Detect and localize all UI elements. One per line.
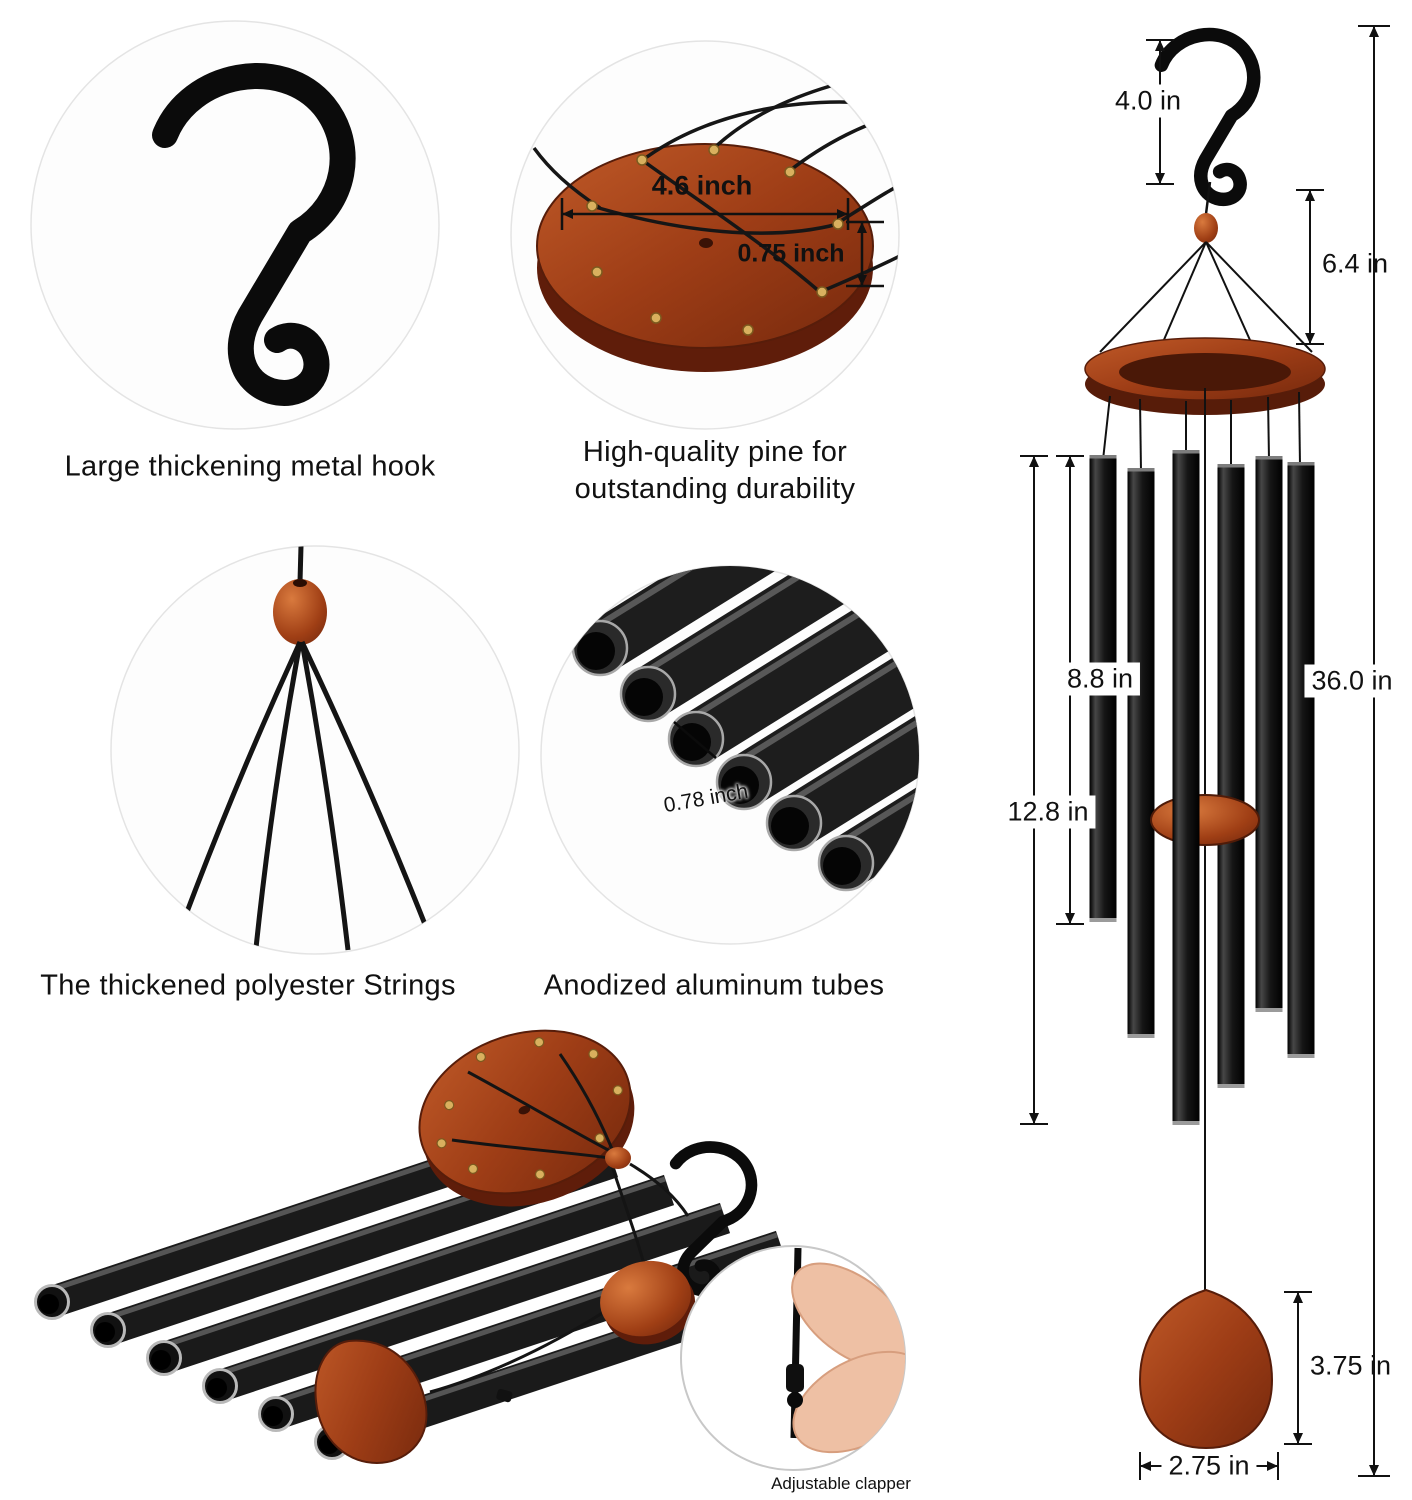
top-string [297,546,304,583]
disc-center-hole [699,238,713,248]
hook-height-label: 4.0 in [1107,84,1189,118]
cord-stopper [496,1389,513,1403]
shortest-tube-label: 8.8 in [1059,662,1141,696]
disc-dimension-lines [560,198,884,288]
splayed-strings [175,640,431,951]
hook-photo [30,20,440,430]
flat-lay-photo [34,1029,906,1471]
bead-hole [293,579,307,587]
chime-ring-inner [1119,353,1291,391]
total-length-label: 36.0 in [1304,664,1400,698]
top-thickness-label: 0.75 inch [737,239,845,268]
hook-to-bead-string [1204,181,1212,215]
sail-height-label: 3.75 in [1310,1350,1392,1381]
longest-tube-label: 12.8 in [1000,795,1096,829]
pine-callout-label: High-quality pine for outstanding durabi… [575,434,856,508]
tubes-callout-label: Anodized aluminum tubes [543,969,885,1002]
tube-strings [1102,391,1301,473]
chime-clapper [1150,794,1260,846]
clapper-adjust-inset [680,1245,906,1471]
strings-callout-label: The thickened polyester Strings [40,969,456,1002]
flat-sail [314,1339,428,1464]
cord-length-label: 6.4 in [1322,248,1389,279]
tube-diameter-line [673,721,717,759]
adjustable-clapper-label: Adjustable clapper [771,1474,911,1493]
wood-bead [273,579,327,645]
chime-bead [1194,213,1218,243]
wind-chime-product [1084,35,1326,1450]
strings-photo [110,545,520,955]
wood-top-photo [510,40,900,430]
sail-width-label: 2.75 in [1161,1449,1257,1483]
pine-callout-line2: outstanding durability [574,473,856,505]
pine-callout-line1: High-quality pine for [582,436,848,468]
suspension-strings [1099,241,1313,353]
chime-sail [1138,1288,1274,1450]
screw-dots [586,144,844,336]
hook-callout-label: Large thickening metal hook [64,450,436,483]
chime-tubes [1089,450,1315,1125]
top-diameter-label: 4.6 inch [651,170,753,201]
clapper-knot [786,1364,804,1392]
flat-bead [605,1147,631,1169]
finger [791,1262,905,1370]
tubes-photo [540,565,920,945]
flat-clapper-disc [600,1260,696,1345]
